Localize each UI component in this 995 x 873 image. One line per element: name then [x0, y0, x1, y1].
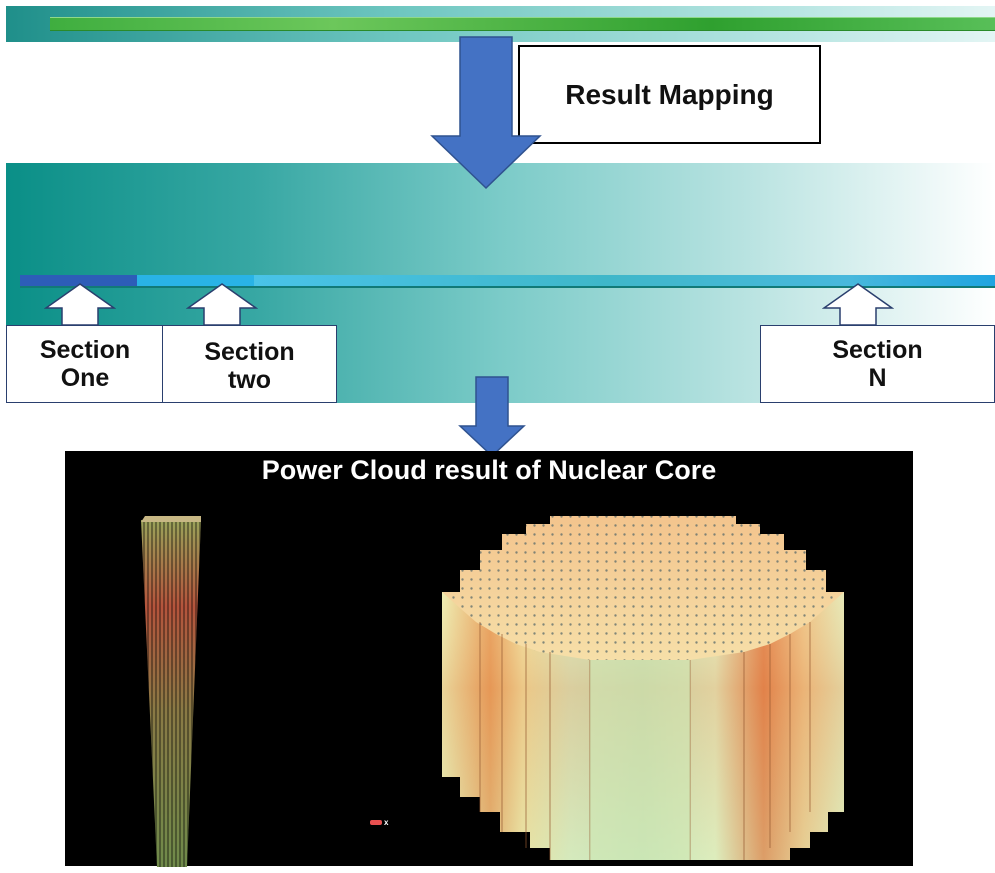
axis-triad: x: [370, 818, 388, 827]
down-arrow-large-icon: [430, 36, 542, 190]
axis-arrow-icon: [370, 820, 382, 826]
section-n-label-line2: N: [868, 364, 887, 392]
up-arrow-section-n-icon: [822, 283, 894, 326]
nuclear-core-3d-image: [442, 516, 844, 860]
result-mapping-label: Result Mapping: [565, 78, 774, 110]
up-arrow-section-two-icon: [186, 283, 258, 326]
section-one-box: Section One: [6, 325, 164, 403]
axis-label: x: [384, 818, 389, 827]
section-n-box: Section N: [760, 325, 995, 403]
green-fuel-rod-line: [50, 17, 995, 31]
panel-title: Power Cloud result of Nuclear Core: [261, 455, 717, 485]
section-one-label-line1: Section: [39, 336, 131, 364]
down-arrow-small-icon: [458, 376, 526, 458]
fuel-assembly-column-image: [141, 516, 201, 867]
section-n-label-line1: Section: [832, 336, 923, 364]
section-two-label-line1: Section: [204, 338, 295, 366]
section-two-box: Section two: [162, 325, 337, 403]
section-one-label-line2: One: [60, 364, 110, 392]
up-arrow-section-one-icon: [44, 283, 116, 326]
result-mapping-box: Result Mapping: [518, 45, 821, 144]
section-two-label-line2: two: [227, 366, 272, 394]
sectioned-rod-bar: [20, 275, 995, 288]
